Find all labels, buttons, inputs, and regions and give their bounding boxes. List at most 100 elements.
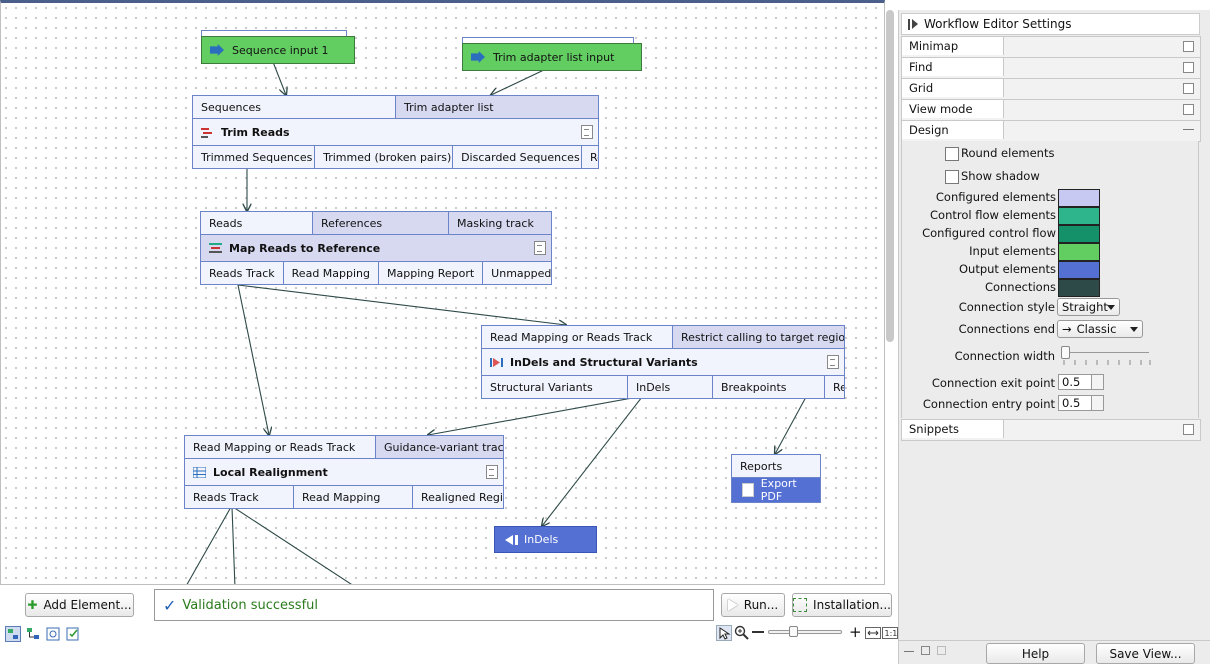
document-icon[interactable] xyxy=(534,241,546,255)
output-channel[interactable]: Mapping Report xyxy=(379,262,484,284)
color-label: Configured control flow xyxy=(922,226,1056,240)
input-channel[interactable]: Masking track xyxy=(449,212,551,234)
canvas-vertical-scrollbar[interactable] xyxy=(886,10,894,342)
trim-reads-icon xyxy=(201,127,212,138)
float-icon[interactable] xyxy=(937,646,946,655)
section-find[interactable]: Find xyxy=(901,57,1201,79)
connections-end-select[interactable]: → Classic xyxy=(1057,320,1143,338)
section-snippets[interactable]: Snippets xyxy=(901,419,1201,441)
input-elements-swatch[interactable] xyxy=(1058,243,1100,261)
output-elements-swatch[interactable] xyxy=(1058,261,1100,279)
round-elements-checkbox[interactable] xyxy=(945,147,959,161)
zoom-slider-thumb[interactable] xyxy=(789,626,798,637)
svg-text:1:1: 1:1 xyxy=(885,629,898,638)
document-icon[interactable] xyxy=(581,125,593,139)
output-channel[interactable]: Read Mapping xyxy=(284,262,379,284)
connection-lines xyxy=(186,61,807,584)
connection-width-slider[interactable] xyxy=(1061,352,1149,353)
zoom-plus-icon[interactable]: + xyxy=(849,623,862,641)
output-channel[interactable]: Read Mapping xyxy=(294,486,413,508)
connections-end-value: Classic xyxy=(1076,322,1117,336)
section-view-mode[interactable]: View mode xyxy=(901,99,1201,121)
minimize-icon[interactable] xyxy=(904,651,914,652)
workflow-canvas[interactable]: Sequence input 1 Trim adapter list input… xyxy=(0,0,885,585)
layout-view-icon[interactable] xyxy=(25,626,41,642)
input-channel[interactable]: Reads xyxy=(201,212,313,234)
control-flow-swatch[interactable] xyxy=(1058,207,1100,225)
output-channel[interactable]: Report xyxy=(833,380,844,394)
document-icon[interactable] xyxy=(827,355,839,369)
settings-title: Workflow Editor Settings xyxy=(924,17,1072,31)
input-channel[interactable]: Guidance-variant track xyxy=(376,436,503,458)
configured-elements-swatch[interactable] xyxy=(1058,189,1100,207)
input-channel[interactable]: Read Mapping or Reads Track xyxy=(185,436,376,458)
exit-point-spinner[interactable] xyxy=(1091,374,1104,390)
settings-header[interactable]: Workflow Editor Settings xyxy=(901,13,1200,35)
connections-swatch[interactable] xyxy=(1058,279,1100,297)
output-channel[interactable]: Breakpoints xyxy=(713,376,825,398)
connection-width-thumb[interactable] xyxy=(1061,346,1070,359)
export-pdf-element[interactable]: Reports Export PDF xyxy=(731,454,821,503)
trim-reads-element[interactable]: Sequences Trim adapter list Trim Reads T… xyxy=(192,95,599,169)
connection-style-select[interactable]: Straight xyxy=(1057,298,1120,316)
run-button[interactable]: Run... xyxy=(721,593,785,617)
local-realignment-element[interactable]: Read Mapping or Reads Track Guidance-var… xyxy=(184,435,504,509)
output-channel[interactable]: Unmapped Reads xyxy=(491,266,551,280)
add-element-label: Add Element... xyxy=(43,598,132,612)
output-channel[interactable]: InDels xyxy=(628,376,713,398)
section-design[interactable]: Design xyxy=(901,120,1201,142)
input-channel[interactable]: Trim adapter list xyxy=(396,96,598,118)
connection-line xyxy=(491,68,547,95)
document-icon[interactable] xyxy=(486,465,498,479)
input-channel[interactable]: Read Mapping or Reads Track xyxy=(482,326,673,348)
fit-width-icon[interactable] xyxy=(865,625,881,641)
restore-icon[interactable] xyxy=(921,646,930,655)
section-grid[interactable]: Grid xyxy=(901,78,1201,100)
indels-output-element[interactable]: InDels xyxy=(494,526,597,553)
output-channel[interactable]: Reads Track xyxy=(201,262,284,284)
color-label: Connections xyxy=(984,280,1056,294)
installation-button[interactable]: Installation... xyxy=(792,593,892,617)
add-element-button[interactable]: ✚ Add Element... xyxy=(25,593,134,617)
workflow-editor-settings-panel: Workflow Editor Settings Minimap Find Gr… xyxy=(898,10,1210,664)
output-channel[interactable]: Structural Variants xyxy=(482,376,628,398)
input-channel[interactable]: References xyxy=(313,212,449,234)
configured-control-flow-swatch[interactable] xyxy=(1058,225,1100,243)
output-channel[interactable]: Discarded Sequences xyxy=(453,146,582,168)
validation-status: ✓ Validation successful xyxy=(154,589,714,621)
input-channel[interactable]: Sequences xyxy=(193,96,396,118)
connection-line xyxy=(542,396,643,526)
zoom-out-icon[interactable] xyxy=(752,631,764,633)
play-icon xyxy=(727,599,738,611)
select-cursor-icon[interactable] xyxy=(716,625,732,641)
save-view-label: Save View... xyxy=(1109,646,1182,661)
zoom-slider[interactable] xyxy=(768,630,842,634)
connection-line xyxy=(232,506,352,584)
element-title-row: Trim Reads xyxy=(193,119,598,146)
actual-size-icon[interactable]: 1:1 xyxy=(882,625,898,641)
help-button[interactable]: Help xyxy=(986,643,1085,664)
section-minimap[interactable]: Minimap xyxy=(901,36,1201,58)
output-channel[interactable]: Trimmed Sequences xyxy=(193,146,316,168)
show-shadow-checkbox[interactable] xyxy=(945,170,959,184)
output-channel[interactable]: Report xyxy=(590,150,598,164)
map-reads-element[interactable]: Reads References Masking track Map Reads… xyxy=(200,211,552,285)
element-title-row: Map Reads to Reference xyxy=(201,235,551,262)
input-channel[interactable]: Reports xyxy=(740,459,783,473)
input-channel[interactable]: Restrict calling to target regions xyxy=(673,326,844,348)
output-channel[interactable]: Reads Track xyxy=(185,486,294,508)
input-arrow-icon xyxy=(210,44,224,56)
zoom-in-icon[interactable] xyxy=(734,625,750,641)
output-channel[interactable]: Realigned Regions xyxy=(421,490,503,504)
trim-adapter-input-element[interactable]: Trim adapter list input xyxy=(462,43,642,71)
indels-element[interactable]: Read Mapping or Reads Track Restrict cal… xyxy=(481,325,845,399)
checklist-view-icon[interactable] xyxy=(65,626,81,642)
color-label: Configured elements xyxy=(935,190,1056,204)
entry-point-spinner[interactable] xyxy=(1091,395,1104,411)
chevron-down-icon xyxy=(1107,305,1115,310)
history-view-icon[interactable] xyxy=(45,626,61,642)
workflow-view-icon[interactable] xyxy=(5,626,21,642)
save-view-button[interactable]: Save View... xyxy=(1096,643,1195,664)
output-channel[interactable]: Trimmed (broken pairs) xyxy=(315,146,454,168)
sequence-input-element[interactable]: Sequence input 1 xyxy=(201,36,355,64)
